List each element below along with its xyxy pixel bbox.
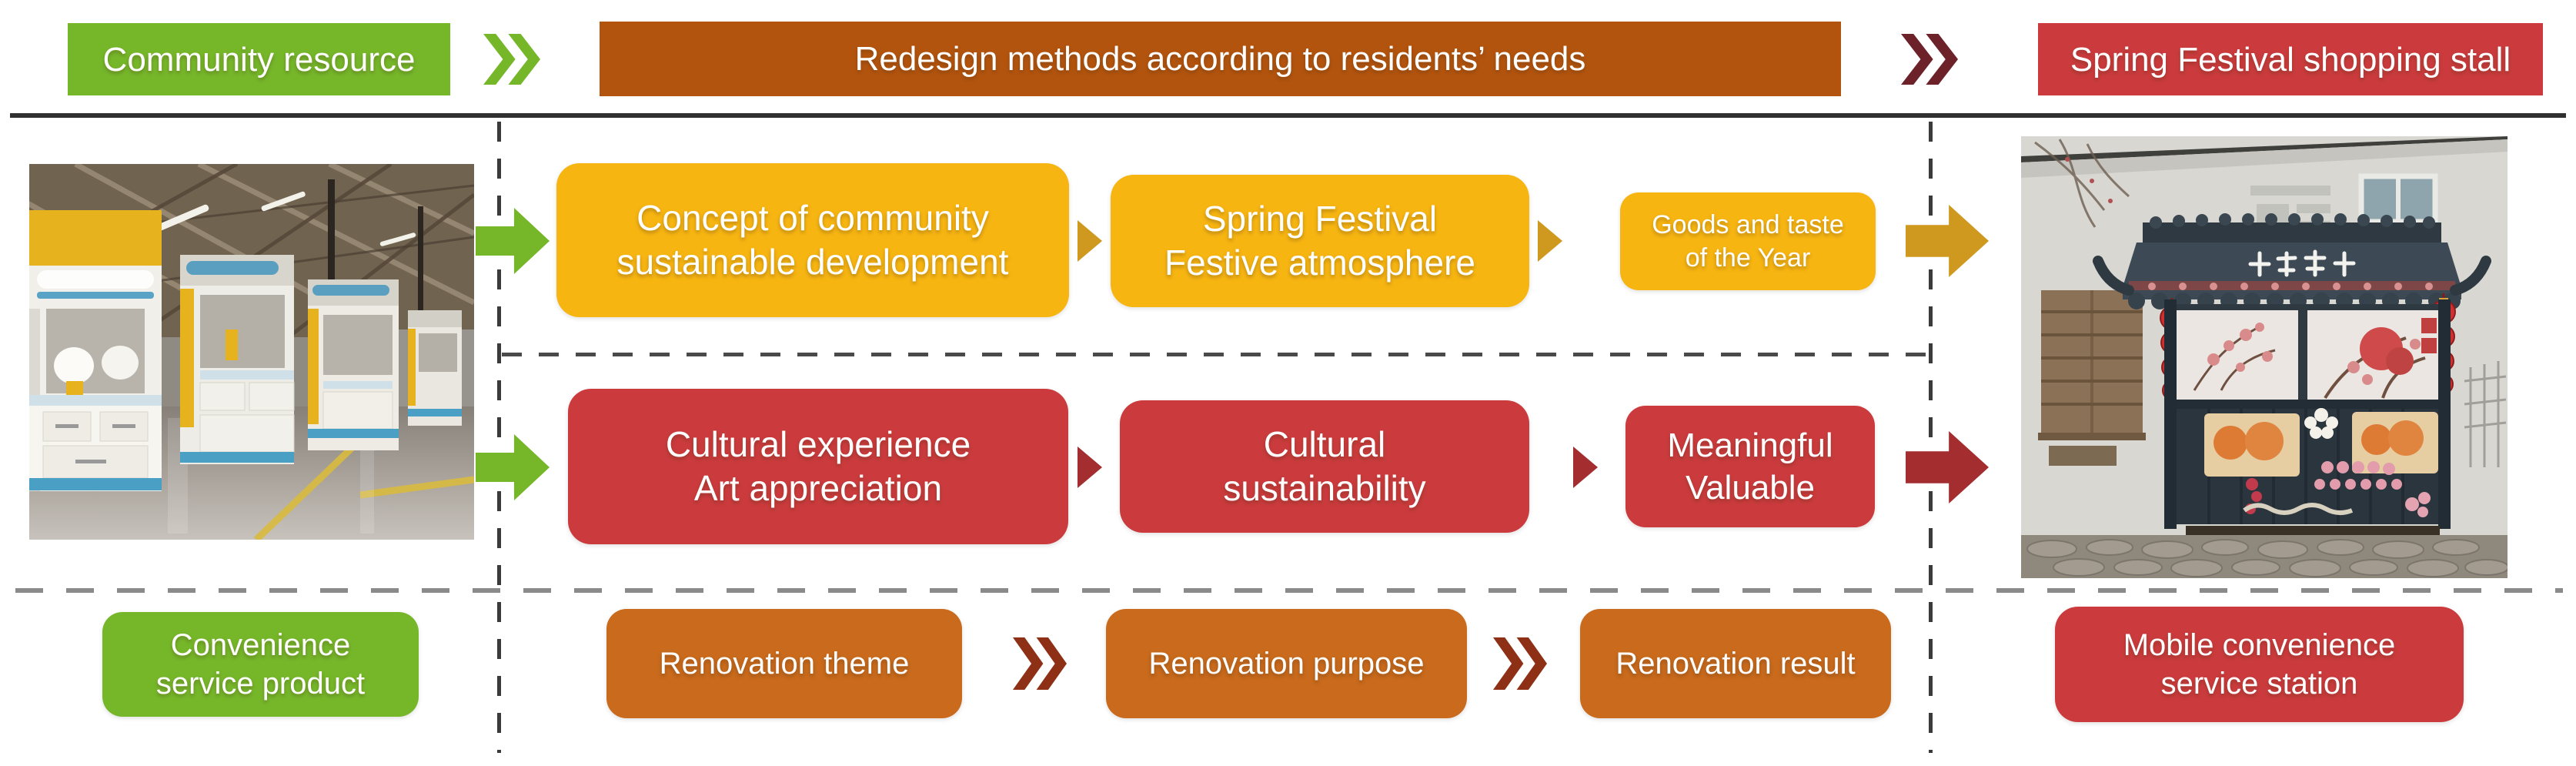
community-resource-box: Community resource (68, 23, 450, 95)
meaningful-valuable-box: Meaningful Valuable (1625, 406, 1875, 527)
festive-atmosphere-box: Spring Festival Festive atmosphere (1111, 175, 1529, 307)
maroon-double-chevron-icon (1901, 34, 1958, 85)
green-arrow-icon (476, 434, 550, 500)
community-workshop-photo (29, 164, 474, 540)
cultural-sustainability-box: Cultural sustainability (1120, 400, 1529, 533)
concept-box: Concept of community sustainable develop… (556, 163, 1069, 317)
middle-dashed-divider (502, 353, 1928, 356)
rust-double-chevron-icon (1493, 637, 1547, 690)
renovation-purpose-box: Renovation purpose (1106, 609, 1467, 718)
bottom-dashed-divider (15, 588, 2563, 593)
spring-festival-stall-box: Spring Festival shopping stall (2038, 23, 2543, 95)
gold-triangle-icon (1078, 220, 1102, 262)
gold-arrow-icon (1906, 205, 1989, 277)
redesign-methods-box: Redesign methods according to residents’… (600, 22, 1841, 96)
red-triangle-icon (1078, 447, 1102, 488)
green-arrow-icon (476, 208, 550, 274)
gold-triangle-icon (1538, 220, 1562, 262)
goods-taste-box: Goods and taste of the Year (1620, 192, 1876, 290)
renovation-theme-box: Renovation theme (606, 609, 962, 718)
green-double-chevron-icon (483, 34, 540, 85)
festival-stall-photo (2021, 136, 2508, 578)
convenience-product-box: Convenience service product (102, 612, 419, 717)
renovation-result-box: Renovation result (1580, 609, 1891, 718)
top-separator-line (10, 113, 2566, 118)
left-dashed-divider (497, 122, 501, 753)
cultural-experience-box: Cultural experience Art appreciation (568, 389, 1068, 544)
mobile-station-box: Mobile convenience service station (2055, 607, 2464, 722)
rust-double-chevron-icon (1013, 637, 1067, 690)
dark-red-arrow-icon (1906, 431, 1989, 503)
red-triangle-icon (1573, 447, 1598, 488)
right-dashed-divider (1929, 122, 1933, 753)
